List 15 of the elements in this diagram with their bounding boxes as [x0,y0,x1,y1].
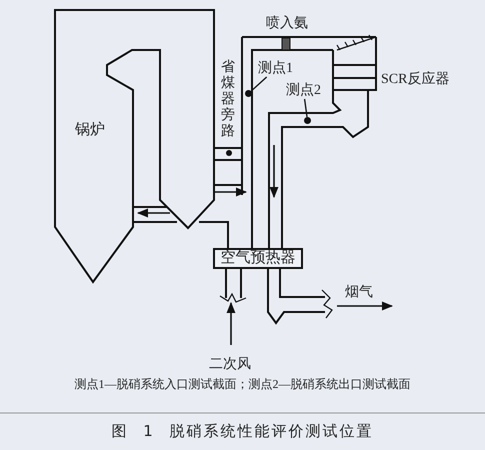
leader-line [252,76,268,91]
secondary-air-label: 二次风 [209,356,251,373]
figure-caption: 图 1 脱硝系统性能评价测试位置 [110,422,375,441]
injection-label: 喷入氨 [266,14,308,32]
point-label: 测点2 [286,83,321,99]
measuring-point-dot [245,90,252,97]
point-label: 测点1 [258,61,293,77]
note: 测点1—脱硝系统入口测试截面；测点2—脱硝系统出口测试截面 [74,376,412,393]
air-preheater-box: 空气预热器 [213,248,303,269]
boiler-label: 锅炉 [75,120,105,139]
leader-line [304,98,308,118]
measuring-point-dot [304,117,311,124]
reactor-label: SCR反应器 [381,70,450,88]
flue-gas-label: 烟气 [345,284,373,301]
bypass-label: 省煤器旁路 [221,60,236,140]
